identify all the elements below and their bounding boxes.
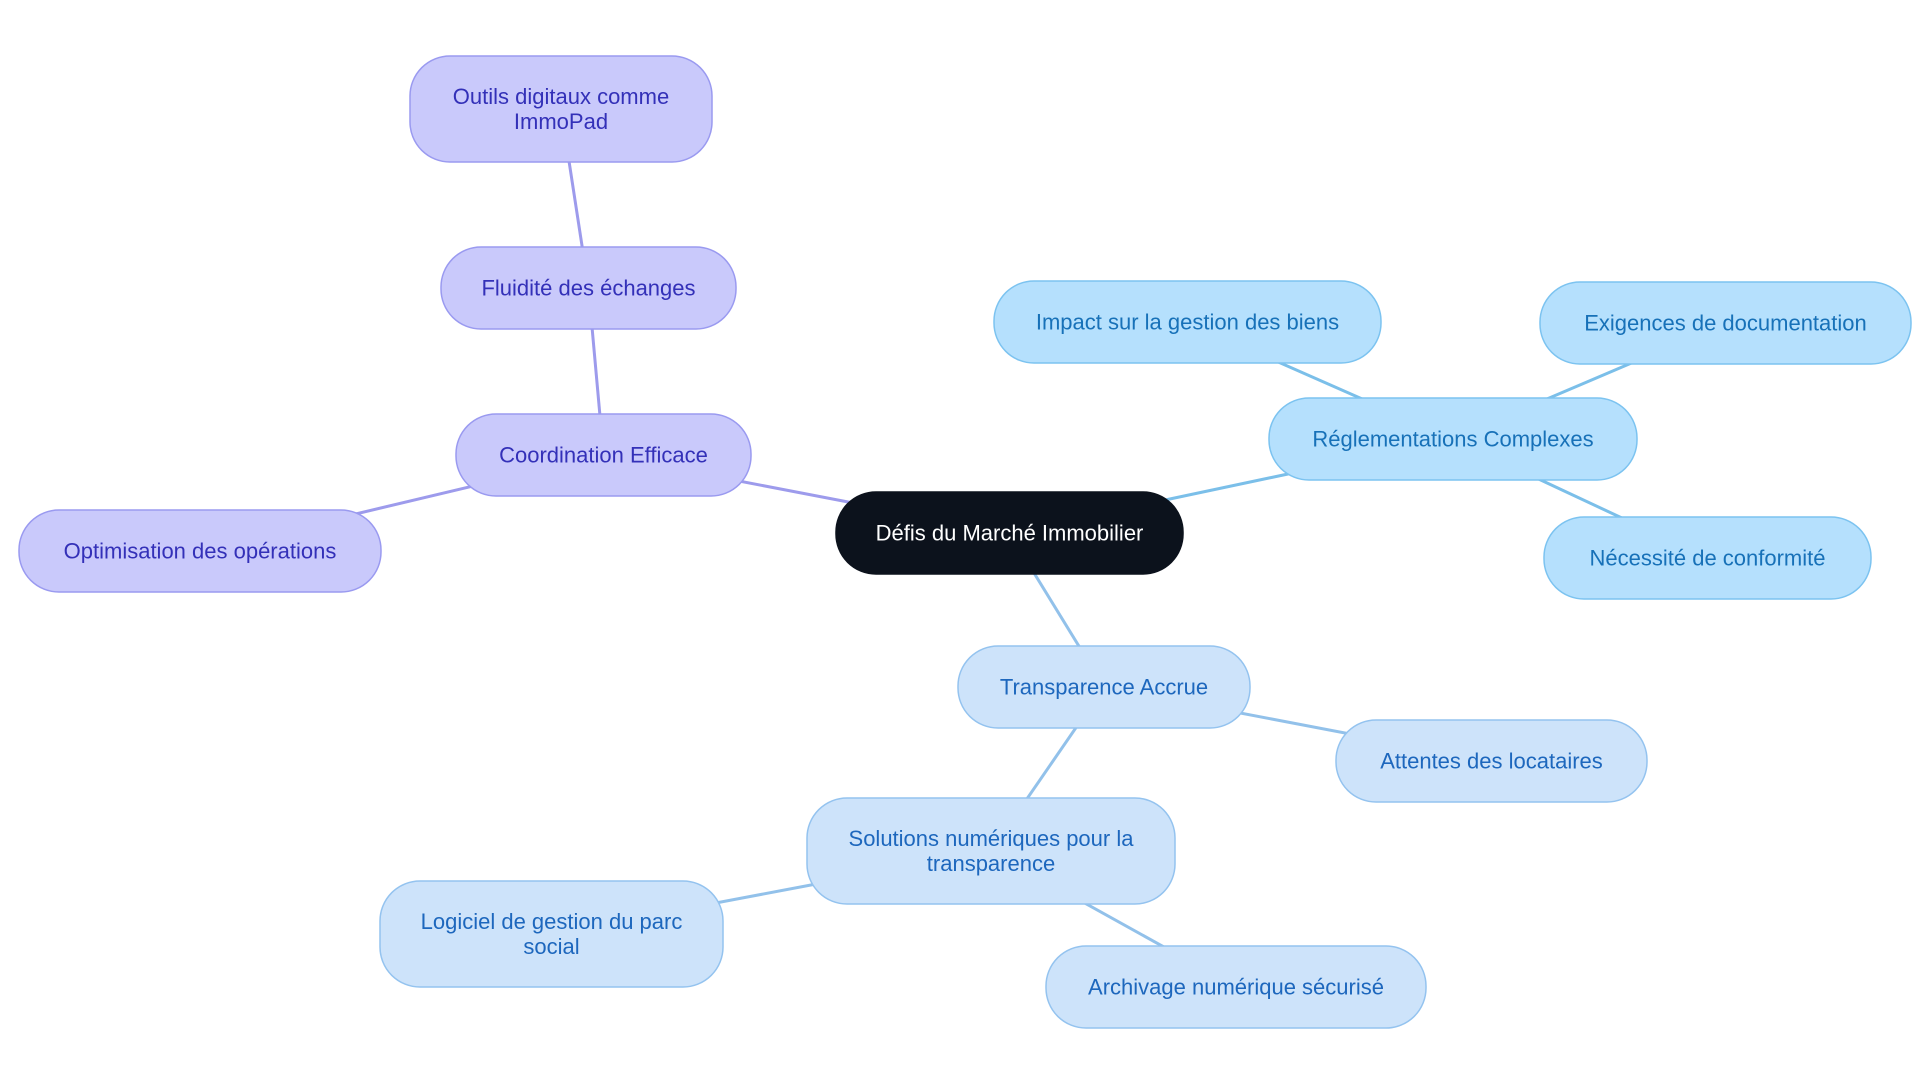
- node-optimisation-operations[interactable]: Optimisation des opérations: [18, 509, 382, 593]
- node-impact-gestion-biens[interactable]: Impact sur la gestion des biens: [993, 280, 1382, 364]
- node-reglementations-complexes[interactable]: Réglementations Complexes: [1268, 397, 1638, 481]
- node-logiciel-gestion-parc-social-box: [379, 880, 724, 988]
- node-fluidite-echanges[interactable]: Fluidité des échanges: [440, 246, 737, 330]
- node-solutions-numeriques-transparence-label-line-1: Solutions numériques pour la: [849, 826, 1135, 851]
- node-impact-gestion-biens-label-line-1: Impact sur la gestion des biens: [1036, 310, 1339, 335]
- node-exigences-documentation-box: [1539, 281, 1912, 365]
- node-transparence-accrue[interactable]: Transparence Accrue: [957, 645, 1251, 729]
- node-necessite-conformite-box: [1543, 516, 1872, 600]
- node-necessite-conformite[interactable]: Nécessité de conformité: [1543, 516, 1872, 600]
- node-reglementations-complexes-box: [1268, 397, 1638, 481]
- node-outils-digitaux-immopad-label-line-2: ImmoPad: [514, 109, 608, 134]
- node-fluidite-echanges-box: [440, 246, 737, 330]
- node-archivage-numerique-securise-label-line-1: Archivage numérique sécurisé: [1088, 975, 1384, 1000]
- node-archivage-numerique-securise-box: [1045, 945, 1427, 1029]
- node-optimisation-operations-label-line-1: Optimisation des opérations: [64, 539, 337, 564]
- node-necessite-conformite-label-line-1: Nécessité de conformité: [1590, 546, 1826, 571]
- root-node-defis-marche-immobilier-label-line-1: Défis du Marché Immobilier: [876, 521, 1144, 546]
- root-node-defis-marche-immobilier[interactable]: Défis du Marché Immobilier: [835, 491, 1184, 575]
- node-attentes-locataires[interactable]: Attentes des locataires: [1335, 719, 1648, 803]
- node-coordination-efficace-label-line-1: Coordination Efficace: [499, 443, 708, 468]
- root-node-defis-marche-immobilier-box: [835, 491, 1184, 575]
- node-outils-digitaux-immopad-label-line-1: Outils digitaux comme: [453, 84, 669, 109]
- node-coordination-efficace[interactable]: Coordination Efficace: [455, 413, 752, 497]
- node-solutions-numeriques-transparence-box: [806, 797, 1176, 905]
- node-exigences-documentation[interactable]: Exigences de documentation: [1539, 281, 1912, 365]
- node-exigences-documentation-label-line-1: Exigences de documentation: [1584, 311, 1867, 336]
- node-archivage-numerique-securise[interactable]: Archivage numérique sécurisé: [1045, 945, 1427, 1029]
- node-coordination-efficace-box: [455, 413, 752, 497]
- node-reglementations-complexes-label-line-1: Réglementations Complexes: [1312, 427, 1593, 452]
- node-attentes-locataires-box: [1335, 719, 1648, 803]
- node-impact-gestion-biens-box: [993, 280, 1382, 364]
- node-outils-digitaux-immopad-box: [409, 55, 713, 163]
- node-attentes-locataires-label-line-1: Attentes des locataires: [1380, 749, 1603, 774]
- node-optimisation-operations-box: [18, 509, 382, 593]
- node-solutions-numeriques-transparence-label-line-2: transparence: [927, 851, 1055, 876]
- node-transparence-accrue-label-line-1: Transparence Accrue: [1000, 675, 1208, 700]
- node-fluidite-echanges-label-line-1: Fluidité des échanges: [481, 276, 695, 301]
- node-transparence-accrue-box: [957, 645, 1251, 729]
- node-logiciel-gestion-parc-social-label-line-1: Logiciel de gestion du parc: [421, 909, 683, 934]
- nodes-layer: Défis du Marché Immobilier Coordination E…: [18, 55, 1912, 1029]
- node-logiciel-gestion-parc-social-label-line-2: social: [523, 934, 579, 959]
